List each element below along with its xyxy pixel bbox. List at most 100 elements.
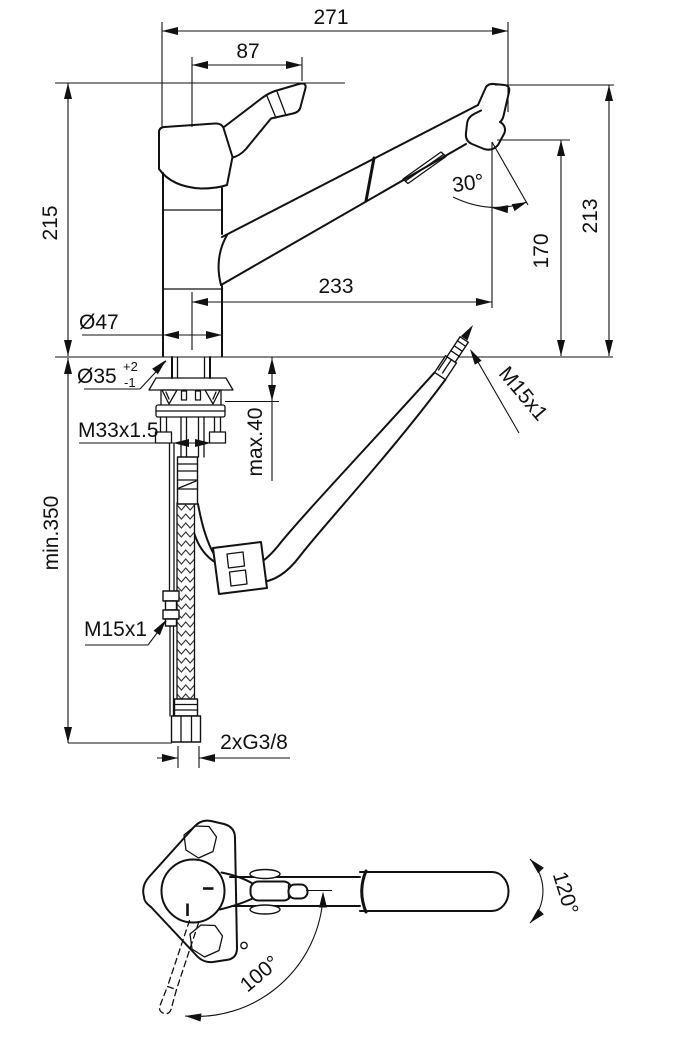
dim-2xg38: 2xG3/8 — [157, 731, 290, 768]
arrowhead — [286, 61, 302, 69]
arrowhead — [163, 331, 179, 339]
arrowhead — [173, 439, 189, 447]
spray-clip — [402, 151, 447, 185]
arrowhead — [64, 727, 72, 743]
handle-horn-top — [220, 871, 254, 885]
head-left-joint — [360, 869, 368, 914]
side-view: 271 87 215 213 170 — [39, 6, 614, 768]
arrowhead — [268, 358, 276, 374]
hose-insert-arrow — [460, 325, 473, 341]
dim-170-label: 170 — [530, 233, 553, 268]
dim-215-label: 215 — [39, 205, 62, 240]
dim-100-label: 100° — [236, 951, 284, 997]
dim-233: 233 — [192, 275, 492, 306]
arrowhead — [162, 754, 178, 762]
bracket-slot-1 — [180, 390, 188, 401]
dim-m33: M33x1.5 — [78, 419, 211, 447]
dim-30-label: 30° — [451, 170, 486, 197]
arrowhead — [605, 85, 613, 101]
arrowhead — [492, 205, 509, 214]
ghost-line-1 — [166, 919, 191, 988]
pullout-hose-inner — [187, 371, 436, 571]
arrowhead — [557, 340, 565, 356]
spout-root-fillet — [217, 234, 228, 286]
stud-foot-2 — [208, 431, 227, 444]
dim-271: 271 — [162, 6, 508, 35]
weight-hole-2 — [228, 569, 248, 587]
dim-d35: Ø35 +2 -1 — [77, 359, 167, 390]
bracket-wedge-right — [204, 389, 221, 405]
dim-213: 213 — [579, 85, 613, 356]
dim-233-label: 233 — [318, 275, 353, 298]
plate-hole-top — [183, 825, 218, 859]
faucet-side — [158, 82, 511, 357]
handle-grip — [249, 880, 293, 902]
dim-min350-label: min.350 — [40, 496, 63, 571]
arrowhead — [605, 340, 613, 356]
arrowhead — [64, 83, 72, 99]
arrowhead — [185, 1013, 202, 1022]
dim-271-label: 271 — [313, 6, 348, 29]
arrowhead — [206, 331, 222, 339]
outlet-housing — [464, 109, 506, 151]
arrowhead — [152, 360, 166, 375]
dim-m33-label: M33x1.5 — [78, 419, 159, 442]
thread-tick-1 — [450, 350, 460, 357]
arrowhead — [476, 298, 492, 306]
hose-weight-block — [212, 541, 268, 595]
plate-hole-bottom — [189, 924, 224, 958]
valve-bottom — [164, 618, 178, 627]
dim-87: 87 — [192, 40, 302, 69]
thread-tick-3 — [456, 340, 467, 348]
dim-30deg: 30° — [451, 141, 529, 308]
arrowhead — [64, 358, 72, 374]
dim-m15-right: M15x1 — [470, 349, 552, 434]
spray-clip-inner — [404, 153, 445, 182]
dim-d35-label: Ø35 — [77, 365, 117, 388]
dim-215: 215 — [39, 83, 72, 356]
dim-120-label: 120° — [548, 869, 583, 917]
g38-nut — [170, 715, 202, 743]
arrowhead — [192, 298, 208, 306]
escutcheon-plate — [142, 819, 238, 964]
valve-body — [162, 609, 180, 620]
dim-min350: min.350 — [40, 358, 172, 744]
ghost-line-2 — [175, 922, 200, 991]
dim-m15-right-label: M15x1 — [494, 362, 552, 425]
arrowhead — [319, 891, 327, 908]
dim-max40: max.40 — [244, 357, 276, 481]
bracket-slot-2 — [194, 390, 202, 401]
dim-170: 170 — [530, 140, 565, 356]
tailpieces — [180, 416, 205, 458]
arrowhead — [162, 27, 178, 35]
knurl-line-2 — [441, 357, 454, 374]
arrowhead — [268, 385, 276, 401]
knurl-line-1 — [437, 354, 450, 371]
spray-head-joint — [364, 156, 376, 203]
leader-line — [477, 361, 520, 434]
handle-tip — [287, 883, 309, 900]
arrowhead — [511, 202, 527, 212]
dim-max40-label: max.40 — [244, 408, 267, 477]
lever-cap-line-2 — [276, 90, 287, 115]
below-deck — [148, 325, 473, 743]
mounting-bracket — [160, 389, 222, 406]
dim-m15-left-label: M15x1 — [84, 618, 147, 641]
arrowhead — [470, 349, 482, 365]
arrowhead — [530, 908, 544, 923]
dim-87-label: 87 — [236, 40, 259, 63]
spray-head-top — [477, 82, 511, 123]
handle-base-cowl — [158, 122, 234, 190]
dim-m15-left: M15x1 — [84, 618, 167, 646]
outlet-angle-line — [491, 141, 529, 206]
thin-hose — [162, 443, 180, 717]
base-plate — [148, 377, 234, 391]
dim-d47-label: Ø47 — [79, 311, 119, 334]
arrowhead — [199, 754, 215, 762]
lever-cap-line-1 — [266, 95, 277, 119]
mounting-studs — [154, 416, 227, 444]
arrowhead — [153, 620, 166, 636]
arrowhead — [492, 27, 508, 35]
